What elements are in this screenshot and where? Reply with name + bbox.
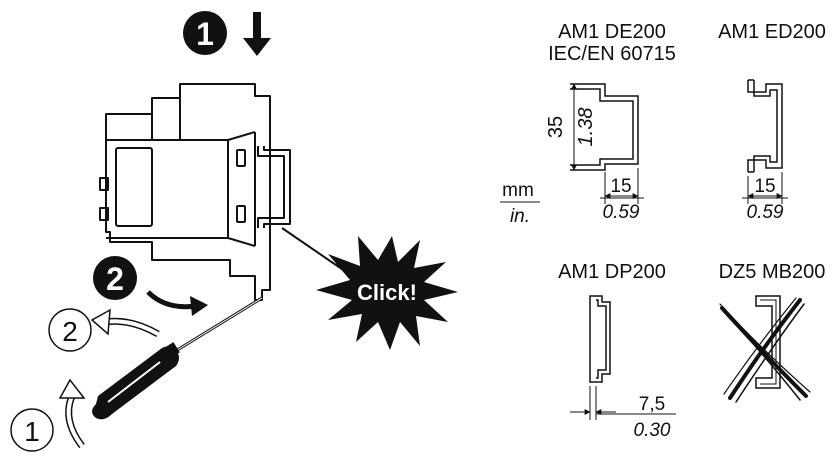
rail-de200-depth-mm: 15 [610, 176, 631, 197]
rail-am1-dp200: AM1 DP200 7,5 0.30 [558, 261, 676, 441]
screwdriver-icon [92, 296, 263, 420]
down-arrow-icon [243, 12, 271, 56]
curved-arrow-icon [90, 308, 160, 338]
removal-step-1-badge: 1 [10, 408, 54, 452]
unit-metric: mm [502, 180, 534, 201]
rail-am1-de200: AM1 DE200 IEC/EN 60715 35 1.38 15 0.59 [545, 21, 676, 223]
click-label: Click! [357, 280, 417, 305]
rail-dp200-depth-in: 0.30 [634, 420, 671, 441]
step-1-number: 1 [196, 16, 214, 52]
removal-step-2-number: 2 [62, 316, 78, 347]
rail-de200-height-in: 1.38 [575, 108, 597, 147]
rail-ed200-depth-mm: 15 [754, 176, 775, 197]
rail-dp200-depth-mm: 7,5 [639, 394, 665, 415]
unit-imperial: in. [510, 206, 530, 227]
cross-icon [719, 297, 811, 403]
modular-device [99, 83, 291, 301]
step-2-number: 2 [106, 261, 124, 297]
rail-mb200-name: DZ5 MB200 [719, 261, 826, 283]
rail-de200-depth-in: 0.59 [603, 202, 640, 223]
step-1-badge: 1 [183, 11, 227, 55]
curved-arrow-icon [58, 378, 86, 449]
click-starburst: Click! [281, 227, 458, 350]
curved-arrow-icon [146, 290, 208, 316]
rail-am1-ed200: AM1 ED200 15 0.59 [718, 21, 826, 223]
rail-de200-standard: IEC/EN 60715 [548, 43, 676, 65]
removal-step-2-badge: 2 [48, 308, 92, 352]
rail-de200-name: AM1 DE200 [558, 21, 666, 43]
rail-de200-height-mm: 35 [545, 116, 567, 138]
rail-ed200-depth-in: 0.59 [747, 202, 784, 223]
rail-dp200-name: AM1 DP200 [558, 261, 666, 283]
units-legend: mm in. [500, 180, 540, 227]
rail-ed200-name: AM1 ED200 [718, 21, 826, 43]
step-2-badge: 2 [93, 256, 137, 300]
removal-step-1-number: 1 [24, 416, 40, 447]
